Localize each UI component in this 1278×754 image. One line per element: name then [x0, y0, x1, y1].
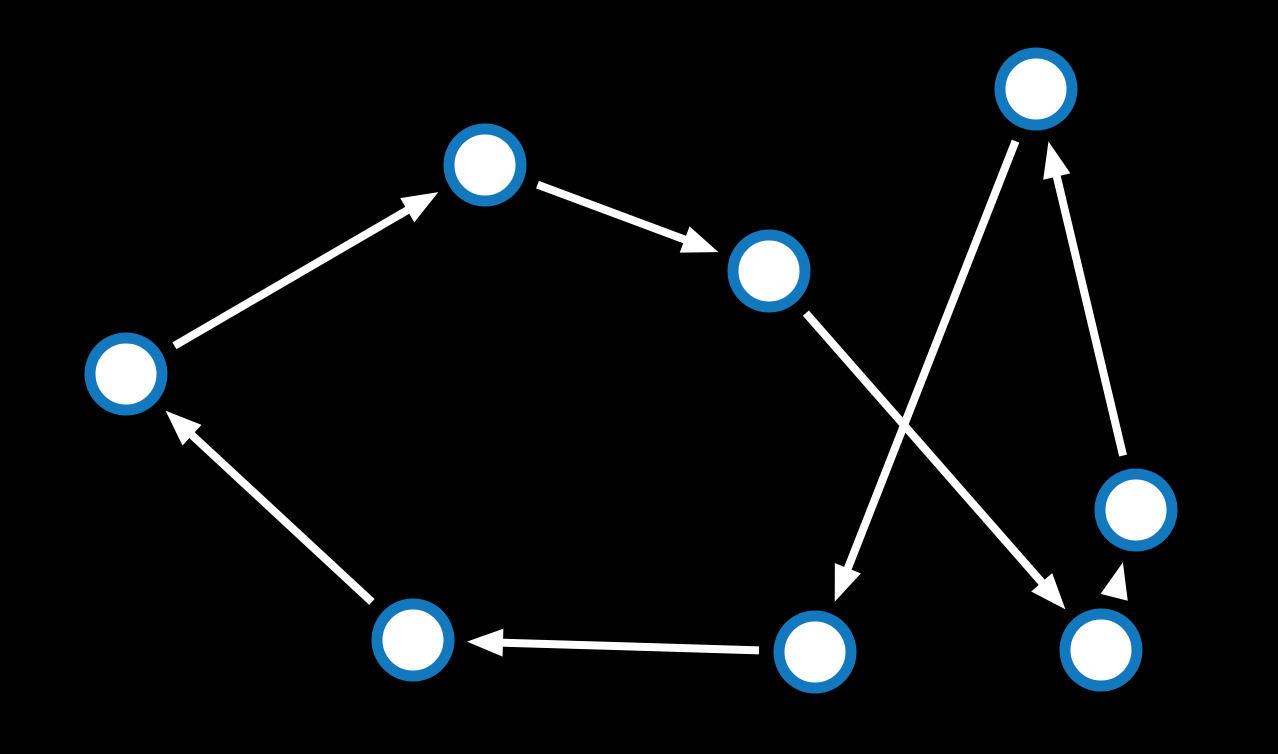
edge-shaft	[187, 430, 375, 605]
nodes-layer	[84, 47, 1178, 694]
graph-node-left	[84, 332, 168, 416]
graph-node-middle	[727, 229, 811, 313]
edge-shaft	[500, 638, 760, 655]
graph-edge-top-right-to-bottom-middle	[834, 139, 1020, 602]
arrowhead-icon	[834, 563, 861, 602]
arrowhead-icon	[466, 628, 504, 657]
graph-node-bottom-right	[1059, 608, 1143, 692]
edge-shaft	[802, 310, 1047, 587]
graph-edge-left-to-upper-middle	[172, 192, 439, 350]
graph-node-right	[1094, 468, 1178, 552]
edge-shaft	[172, 205, 411, 350]
graph-node-upper-middle	[443, 123, 527, 207]
edge-shaft	[1052, 173, 1127, 457]
arrowhead-icon	[1031, 573, 1066, 610]
graph-edge-bottom-right-to-right	[1100, 562, 1128, 601]
graph-node-top-right	[994, 47, 1078, 131]
graph-edge-bottom-left-to-left	[165, 410, 375, 605]
graph-edge-upper-middle-to-middle	[536, 180, 719, 253]
edge-shaft	[843, 139, 1020, 572]
arrowhead-icon	[1043, 141, 1071, 180]
graph-node-bottom-left	[371, 598, 455, 682]
graph-node-bottom-middle	[773, 610, 857, 694]
graph-edge-middle-to-bottom-right	[802, 310, 1066, 610]
arrowhead-icon	[1100, 562, 1128, 601]
arrowhead-icon	[679, 226, 719, 253]
edge-shaft	[536, 180, 688, 244]
graph-edge-right-to-top-right	[1043, 141, 1127, 457]
arrowhead-icon	[165, 410, 202, 446]
arrowhead-icon	[400, 192, 439, 223]
graph-edge-bottom-middle-to-bottom-left	[466, 628, 760, 657]
edges-layer	[165, 139, 1128, 657]
